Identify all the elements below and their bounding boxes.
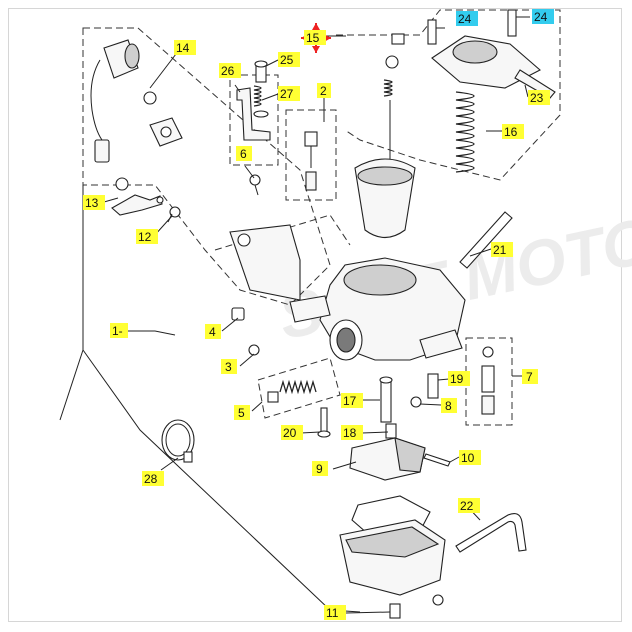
svg-text:10: 10 [461,451,475,465]
part-5-throttle-stop-screw [267,379,317,403]
part-18-main-jet [385,423,397,439]
svg-text:18: 18 [343,426,357,440]
part-7-jet-stack [481,346,495,415]
part-3-screw [248,344,260,356]
part-12-screw [167,206,181,223]
svg-text:20: 20 [283,426,297,440]
callout-20: 20 [281,425,303,440]
part-15-piston-needle [354,33,416,239]
part-22-drain-hose [455,513,527,553]
callout-5: 5 [234,405,250,420]
callout-21: 21 [491,242,513,257]
svg-text:12: 12 [138,230,152,244]
svg-text:27: 27 [280,87,294,101]
callout-14: 14 [174,40,196,55]
callout-16: 16 [502,124,524,139]
callout-24a: 24 [456,11,478,26]
callout-12: 12 [136,229,158,244]
part-19-pilot-jet [427,373,439,399]
part-17-needle-jet [379,376,393,423]
callout-19: 19 [448,371,470,386]
diagram-frame [8,8,622,622]
svg-text:22: 22 [460,499,474,513]
part-27-spring [253,85,269,118]
callout-22: 22 [458,498,480,513]
callout-23: 23 [528,90,550,105]
svg-text:21: 21 [493,243,507,257]
part-11-drain-screw [389,594,444,619]
svg-text:17: 17 [343,394,357,408]
callout-15: 15 [304,30,326,45]
part-23-top-cover [431,35,556,99]
part-2-needle-set [304,131,318,191]
part-13-lever [111,177,164,216]
part-26-bracket [236,87,271,141]
svg-text:7: 7 [526,370,533,384]
callout-9: 9 [312,461,328,476]
callout-11: 11 [324,605,346,620]
svg-text:1-: 1- [112,324,123,338]
callout-4: 4 [205,324,221,339]
callout-18: 18 [341,425,363,440]
callout-3: 3 [221,359,237,374]
float-bowl [339,495,446,596]
part-10-float-pin [423,453,451,467]
callout-2: 2 [317,83,331,98]
part-14-auto-choke [90,39,183,163]
svg-text:4: 4 [209,325,216,339]
part-28-hose-clamp [161,419,195,463]
part-16-spring [455,91,475,173]
callout-24b: 24 [532,9,554,24]
callout-25: 25 [278,52,300,67]
svg-text:13: 13 [85,196,99,210]
callout-labels: 1- 2 3 4 5 6 7 8 9 10 11 12 13 14 15 16 … [83,9,554,620]
part-25-pilot-screw [254,60,268,83]
part-8-small-screw [410,396,422,408]
svg-text:16: 16 [504,125,518,139]
callout-17: 17 [341,393,363,408]
svg-text:19: 19 [450,372,464,386]
part-21-vent-tube [459,211,513,269]
svg-text:14: 14 [176,41,190,55]
svg-text:2: 2 [320,84,327,98]
callout-8: 8 [441,398,457,413]
callout-27: 27 [278,86,300,101]
callout-7: 7 [522,369,538,384]
callout-10: 10 [459,450,481,465]
svg-text:15: 15 [306,31,320,45]
svg-text:24: 24 [458,12,472,26]
svg-text:26: 26 [221,64,235,78]
part-20-screw [317,407,331,438]
callout-1: 1- [110,323,128,338]
part-6-screw [249,174,261,196]
part-24-cover-screws [427,9,517,45]
svg-text:9: 9 [316,462,323,476]
callout-28: 28 [142,471,164,486]
part-4-screw [231,307,245,321]
callout-26: 26 [219,63,241,78]
callout-6: 6 [236,146,252,161]
svg-text:25: 25 [280,53,294,67]
part-9-float [349,437,426,481]
svg-text:5: 5 [238,406,245,420]
carburetor-body [229,224,466,361]
svg-text:3: 3 [225,360,232,374]
svg-text:11: 11 [326,606,339,620]
svg-text:6: 6 [240,147,247,161]
svg-text:24: 24 [534,10,548,24]
svg-text:28: 28 [144,472,158,486]
svg-text:8: 8 [445,399,452,413]
callout-13: 13 [83,195,105,210]
svg-text:23: 23 [530,91,544,105]
